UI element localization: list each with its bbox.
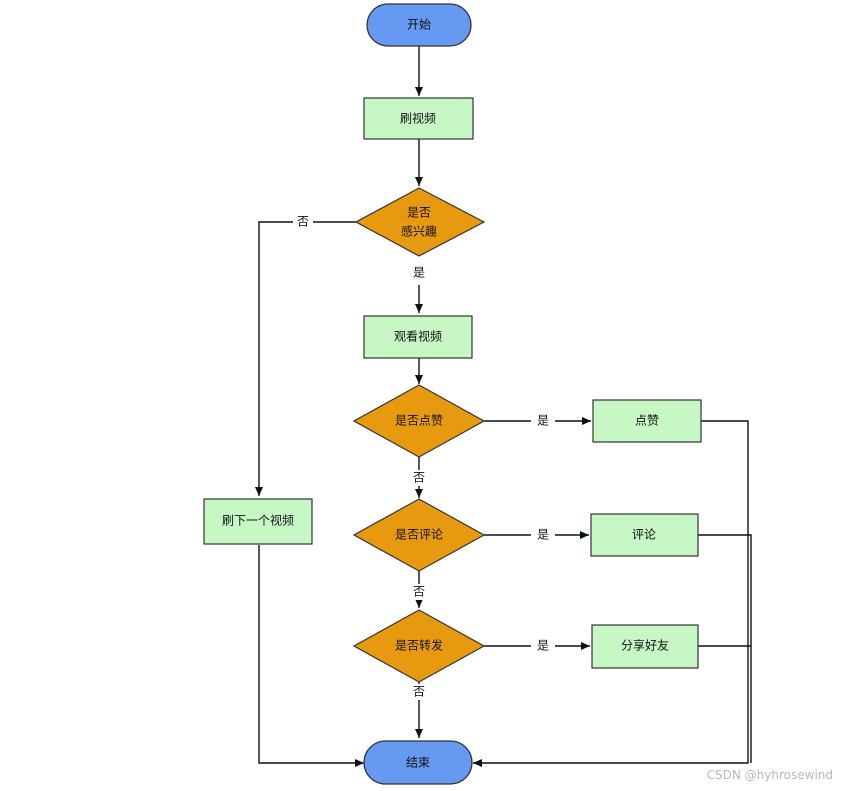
label-share-yes: 是	[537, 639, 549, 653]
label-comment-yes: 是	[537, 528, 549, 542]
browse-node: 刷视频	[363, 97, 474, 140]
like-label: 点赞	[635, 414, 659, 428]
label-interest-no: 否	[297, 215, 309, 229]
edge-comment-end	[698, 534, 752, 763]
edge-interest-no-next	[255, 221, 356, 496]
next-video-node: 刷下一个视频	[203, 498, 313, 545]
watch-label: 观看视频	[394, 329, 442, 344]
label-comment-no: 否	[413, 585, 425, 599]
comment-decision: 是否评论	[352, 498, 486, 572]
browse-label: 刷视频	[400, 111, 436, 126]
interest-label-line2: 感兴趣	[401, 224, 437, 239]
like-decision: 是否点赞	[352, 384, 486, 458]
edge-next-end	[258, 545, 364, 767]
start-label: 开始	[407, 18, 431, 32]
share-question-label: 是否转发	[395, 638, 443, 653]
interest-label-line1: 是否	[407, 206, 431, 220]
label-like-no: 否	[413, 471, 425, 485]
share-decision: 是否转发	[352, 609, 486, 683]
like-question-label: 是否点赞	[395, 414, 443, 428]
like-node: 点赞	[592, 399, 702, 443]
start-node: 开始	[366, 3, 472, 47]
end-label: 结束	[406, 756, 430, 770]
comment-node: 评论	[590, 513, 699, 557]
watermark: CSDN @hyhrosewind	[707, 768, 833, 782]
label-like-yes: 是	[537, 414, 549, 428]
watch-node: 观看视频	[363, 315, 473, 359]
end-node: 结束	[363, 740, 473, 785]
comment-question-label: 是否评论	[395, 528, 443, 542]
comment-label: 评论	[632, 528, 656, 542]
edge-like-end	[473, 420, 749, 767]
share-node: 分享好友	[591, 624, 699, 669]
share-label: 分享好友	[621, 638, 669, 653]
next-video-label: 刷下一个视频	[222, 513, 294, 528]
label-interest-yes: 是	[413, 266, 425, 280]
interest-decision: 是否 感兴趣	[354, 187, 486, 257]
label-share-no: 否	[413, 685, 425, 699]
